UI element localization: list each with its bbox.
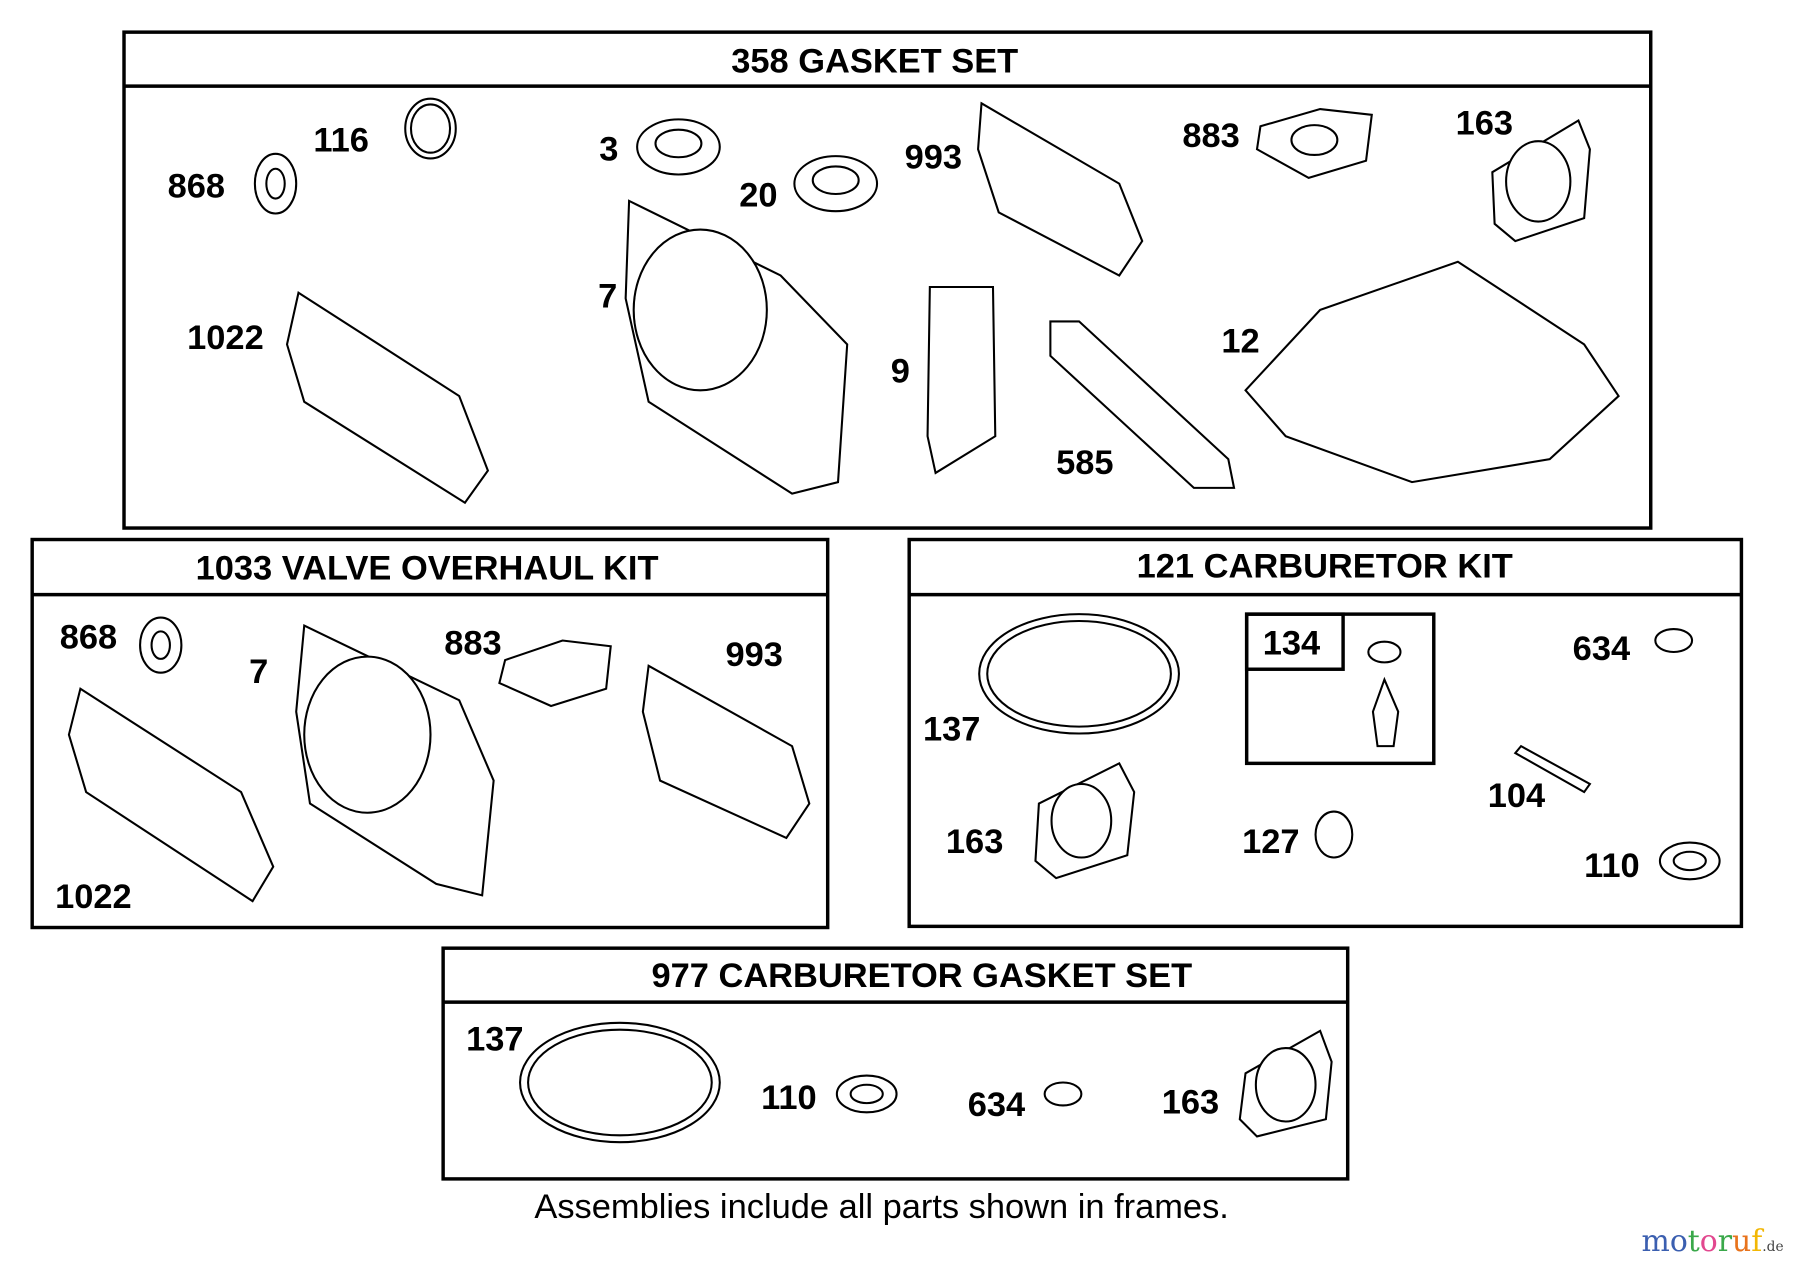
part-label: 1022 [55, 878, 132, 916]
watermark-logo: motoruf.de [1642, 1224, 1784, 1259]
part-label: 110 [1584, 847, 1640, 885]
part-drawings [67, 616, 811, 903]
part-label: 634 [1573, 630, 1630, 668]
section-title: 1033 VALVE OVERHAUL KIT [196, 550, 659, 588]
part-drawings [519, 1021, 1333, 1144]
section-valve-overhaul-kit: 1033 VALVE OVERHAUL KIT 868 7 883 993 10… [30, 537, 830, 930]
part-label: 9 [891, 352, 910, 390]
part-label: 127 [1242, 823, 1299, 861]
part-label: 3 [599, 131, 618, 169]
part-label: 134 [1263, 624, 1320, 662]
part-label: 7 [249, 653, 268, 691]
part-label: 163 [1162, 1083, 1219, 1121]
part-label: 883 [444, 624, 501, 662]
footer-note: Assemblies include all parts shown in fr… [534, 1188, 1228, 1226]
part-label: 104 [1488, 777, 1545, 815]
part-label: 883 [1182, 117, 1239, 155]
section-carburetor-kit: 121 CARBURETOR KIT 137 134 634 104 163 1… [907, 537, 1744, 929]
section-title: 121 CARBURETOR KIT [1137, 547, 1513, 585]
part-label: 585 [1056, 444, 1113, 482]
part-label: 1022 [187, 319, 264, 357]
part-label: 110 [761, 1079, 817, 1117]
section-gasket-set: 358 GASKET SET 868 116 3 20 993 883 163 … [122, 30, 1653, 530]
section-carburetor-gasket-set: 977 CARBURETOR GASKET SET 137 110 634 16… [441, 946, 1350, 1181]
part-label: 868 [168, 167, 225, 205]
part-label: 993 [905, 139, 962, 177]
part-label: 634 [968, 1086, 1025, 1124]
part-drawings [978, 613, 1721, 881]
part-label: 163 [946, 823, 1003, 861]
part-label: 116 [313, 122, 369, 160]
section-title: 977 CARBURETOR GASKET SET [651, 957, 1192, 995]
part-label: 137 [923, 710, 980, 748]
part-label: 163 [1456, 104, 1513, 142]
part-label: 993 [726, 636, 783, 674]
part-label: 20 [739, 177, 777, 215]
section-title: 358 GASKET SET [731, 42, 1018, 80]
part-drawings [253, 97, 1620, 505]
part-label: 7 [598, 278, 617, 316]
part-label: 868 [60, 619, 117, 657]
part-label: 137 [466, 1020, 523, 1058]
part-label: 12 [1221, 322, 1259, 360]
